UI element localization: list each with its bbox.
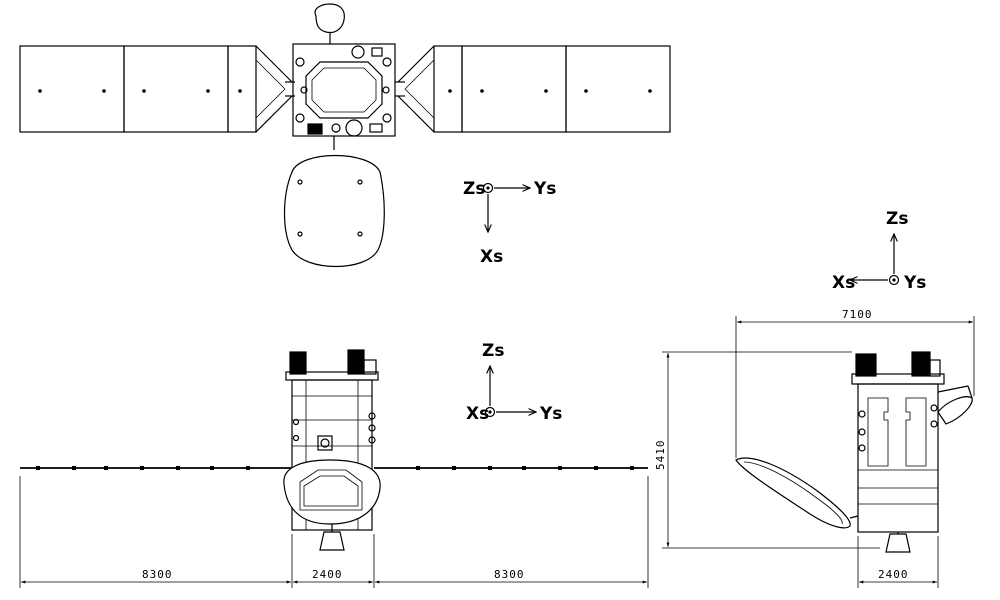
side-view: Zs Xs Ys [654,209,975,588]
top-view-z-label: Zs [463,179,485,199]
side-view-x-label: Xs [832,273,855,293]
front-dim-left-span: 8300 [142,568,173,581]
front-view-body [283,349,381,551]
front-view-z-label: Zs [482,341,504,361]
top-view-body [292,3,396,150]
side-dim-height: 5410 [654,440,667,471]
front-dim-body-width: 2400 [312,568,343,581]
top-view: Zs Ys Xs [19,3,671,267]
front-view-x-label: Xs [466,404,489,424]
front-dim-right-span: 8300 [494,568,525,581]
left-solar-array [19,45,295,133]
right-solar-array [395,45,671,133]
side-dim-body-width: 2400 [878,568,909,581]
front-solar-array [20,466,648,470]
front-view-axis-triad: Zs Xs Ys [466,341,562,424]
side-dim-width: 7100 [842,308,873,321]
side-view-body [851,351,973,553]
side-view-y-label: Ys [903,273,926,293]
front-view-dimensions: 8300 2400 8300 [19,476,649,588]
side-view-axis-triad: Zs Xs Ys [832,209,926,293]
side-view-z-label: Zs [886,209,908,229]
side-view-dimensions: 7100 5410 2400 [654,308,975,588]
front-view: Zs Xs Ys 8300 2400 8300 [19,341,649,588]
side-view-reflector [735,457,859,529]
top-view-axis-triad: Zs Ys Xs [463,179,556,267]
top-view-reflector [283,155,385,267]
front-view-y-label: Ys [539,404,562,424]
top-view-x-label: Xs [480,247,503,267]
top-view-y-label: Ys [533,179,556,199]
